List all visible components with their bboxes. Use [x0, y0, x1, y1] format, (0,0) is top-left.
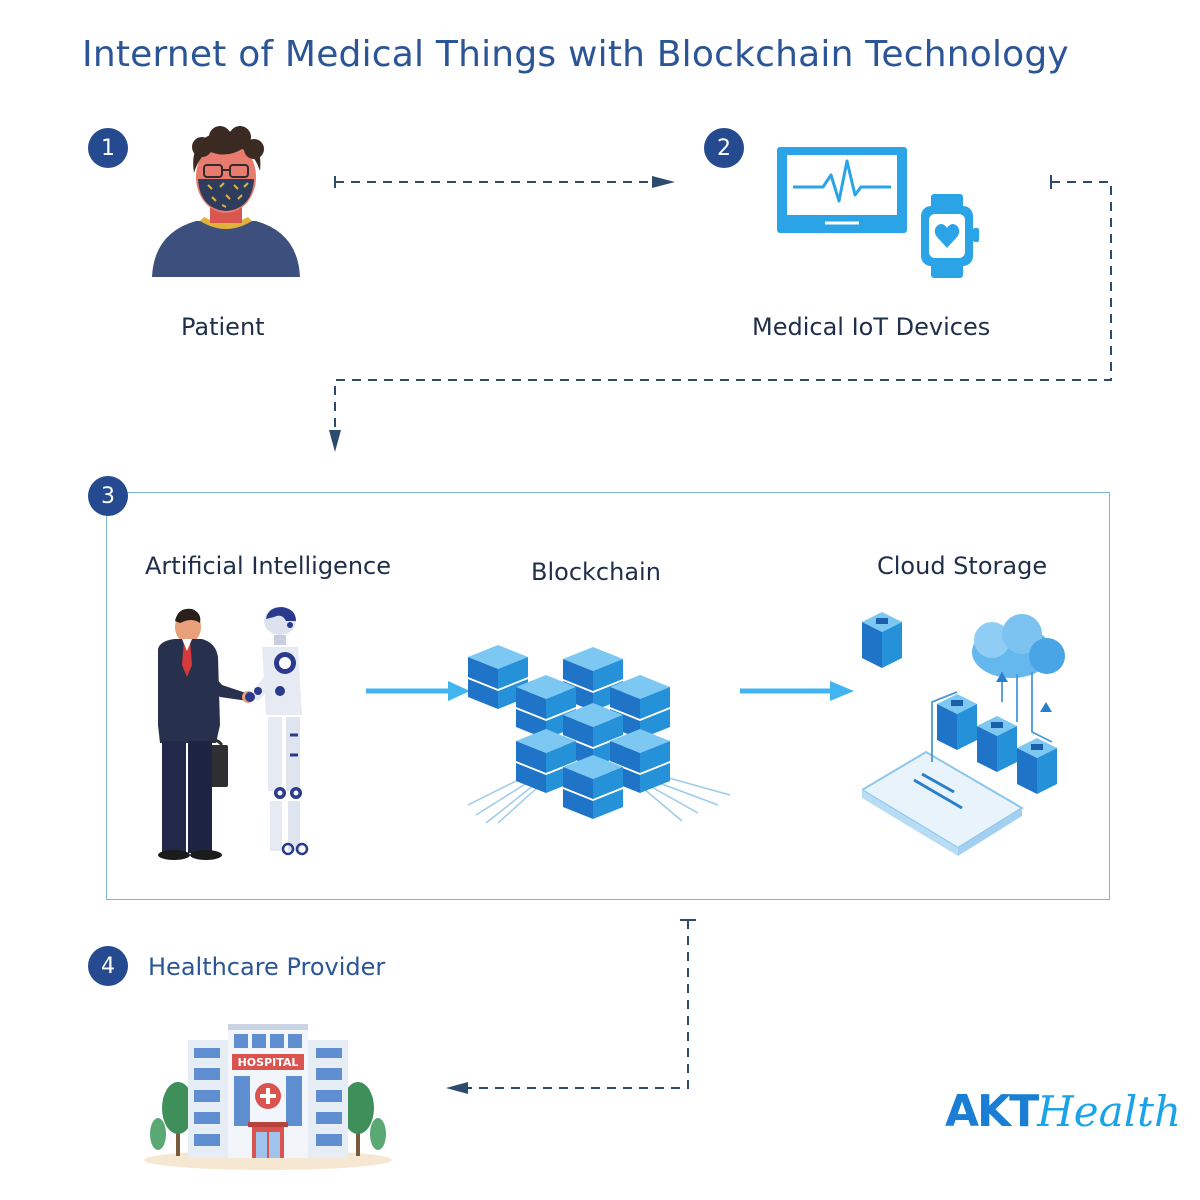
step-4-badge: 4: [88, 946, 128, 986]
hospital-sign: HOSPITAL: [238, 1056, 299, 1069]
akt-health-logo: AKT Health: [945, 1086, 1181, 1137]
step-2-badge: 2: [704, 128, 744, 168]
patient-icon: [148, 125, 304, 280]
smartwatch-icon: [917, 192, 983, 280]
arrow-devices-to-processing: [320, 172, 1120, 457]
devices-label: Medical IoT Devices: [752, 313, 991, 341]
monitor-icon: [775, 145, 915, 240]
step-1-badge: 1: [88, 128, 128, 168]
cloud-storage-label: Cloud Storage: [877, 552, 1048, 580]
page-title: Internet of Medical Things with Blockcha…: [82, 34, 1069, 75]
logo-suffix: Health: [1037, 1087, 1182, 1136]
processing-box: [106, 492, 1110, 900]
provider-label: Healthcare Provider: [148, 953, 386, 981]
ai-handshake-icon: [150, 605, 325, 865]
arrow-processing-to-provider: [440, 914, 700, 1104]
arrow-patient-to-devices: [330, 170, 680, 194]
arrow-blockchain-to-cloud: [740, 680, 856, 702]
arrow-ai-to-blockchain: [366, 680, 472, 702]
patient-label: Patient: [181, 313, 265, 341]
step-3-badge: 3: [88, 476, 128, 516]
cloud-storage-icon: [862, 612, 1077, 862]
ai-label: Artificial Intelligence: [145, 552, 391, 580]
logo-brand: AKT: [945, 1086, 1039, 1137]
blockchain-servers-icon: [468, 645, 738, 825]
hospital-icon: HOSPITAL: [142, 1020, 394, 1170]
blockchain-label: Blockchain: [531, 558, 661, 586]
